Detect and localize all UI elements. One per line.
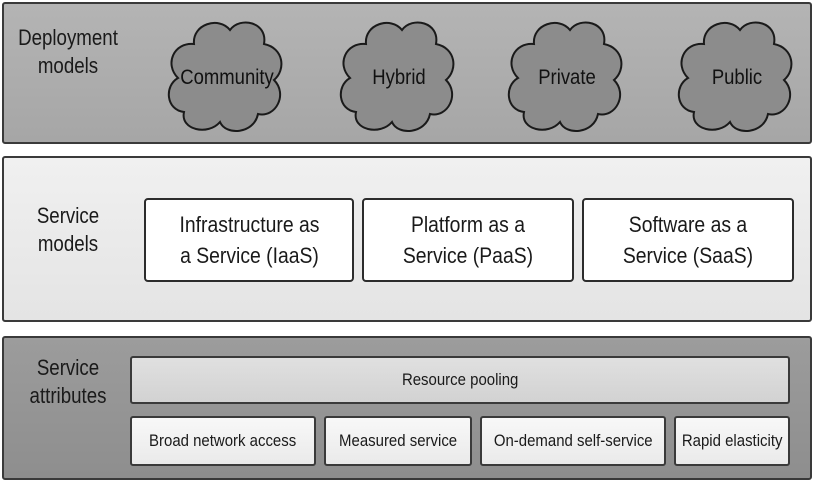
deployment-models-label: Deployment models — [18, 25, 118, 78]
attribute-label: Rapid elasticity — [681, 431, 783, 450]
cloud-community: Community — [164, 14, 290, 138]
service-model-iaas-label: Infrastructure as a Service (IaaS) — [179, 212, 319, 268]
deployment-models-band: Deployment models Community Hybrid Priva… — [2, 2, 812, 144]
attribute-rapid-elasticity: Rapid elasticity — [674, 416, 790, 466]
cloud-shape-icon — [508, 21, 623, 132]
attribute-measured-service: Measured service — [324, 416, 472, 466]
cloud-shape-icon — [168, 21, 283, 132]
cloud-label-hybrid: Hybrid — [372, 66, 426, 89]
service-models-band: Service models Infrastructure as a Servi… — [2, 156, 812, 322]
attribute-label: Measured service — [338, 431, 458, 450]
cloud-private: Private — [504, 14, 630, 138]
resource-pooling-box: Resource pooling — [130, 356, 790, 404]
attribute-label: On-demand self-service — [493, 431, 653, 450]
cloud-label-public: Public — [711, 66, 763, 89]
resource-pooling-label: Resource pooling — [401, 370, 519, 389]
attribute-label: Broad network access — [149, 431, 297, 450]
service-model-saas: Software as a Service (SaaS) — [582, 198, 794, 282]
service-model-paas-label: Platform as a Service (PaaS) — [402, 212, 534, 268]
cloud-shape-icon — [340, 21, 455, 132]
service-model-iaas: Infrastructure as a Service (IaaS) — [144, 198, 354, 282]
cloud-hybrid: Hybrid — [336, 14, 462, 138]
service-attributes-band: Service attributes Resource pooling Broa… — [2, 336, 812, 480]
service-models-label: Service models — [36, 203, 100, 256]
service-attributes-label: Service attributes — [29, 355, 107, 408]
cloud-label-private: Private — [538, 66, 596, 89]
service-model-saas-label: Software as a Service (SaaS) — [622, 212, 754, 268]
cloud-label-community: Community — [180, 66, 274, 89]
attribute-broad-network-access: Broad network access — [130, 416, 316, 466]
service-model-paas: Platform as a Service (PaaS) — [362, 198, 574, 282]
cloud-shape-icon — [678, 21, 793, 132]
cloud-public: Public — [674, 14, 800, 138]
attribute-on-demand-self-service: On-demand self-service — [480, 416, 666, 466]
